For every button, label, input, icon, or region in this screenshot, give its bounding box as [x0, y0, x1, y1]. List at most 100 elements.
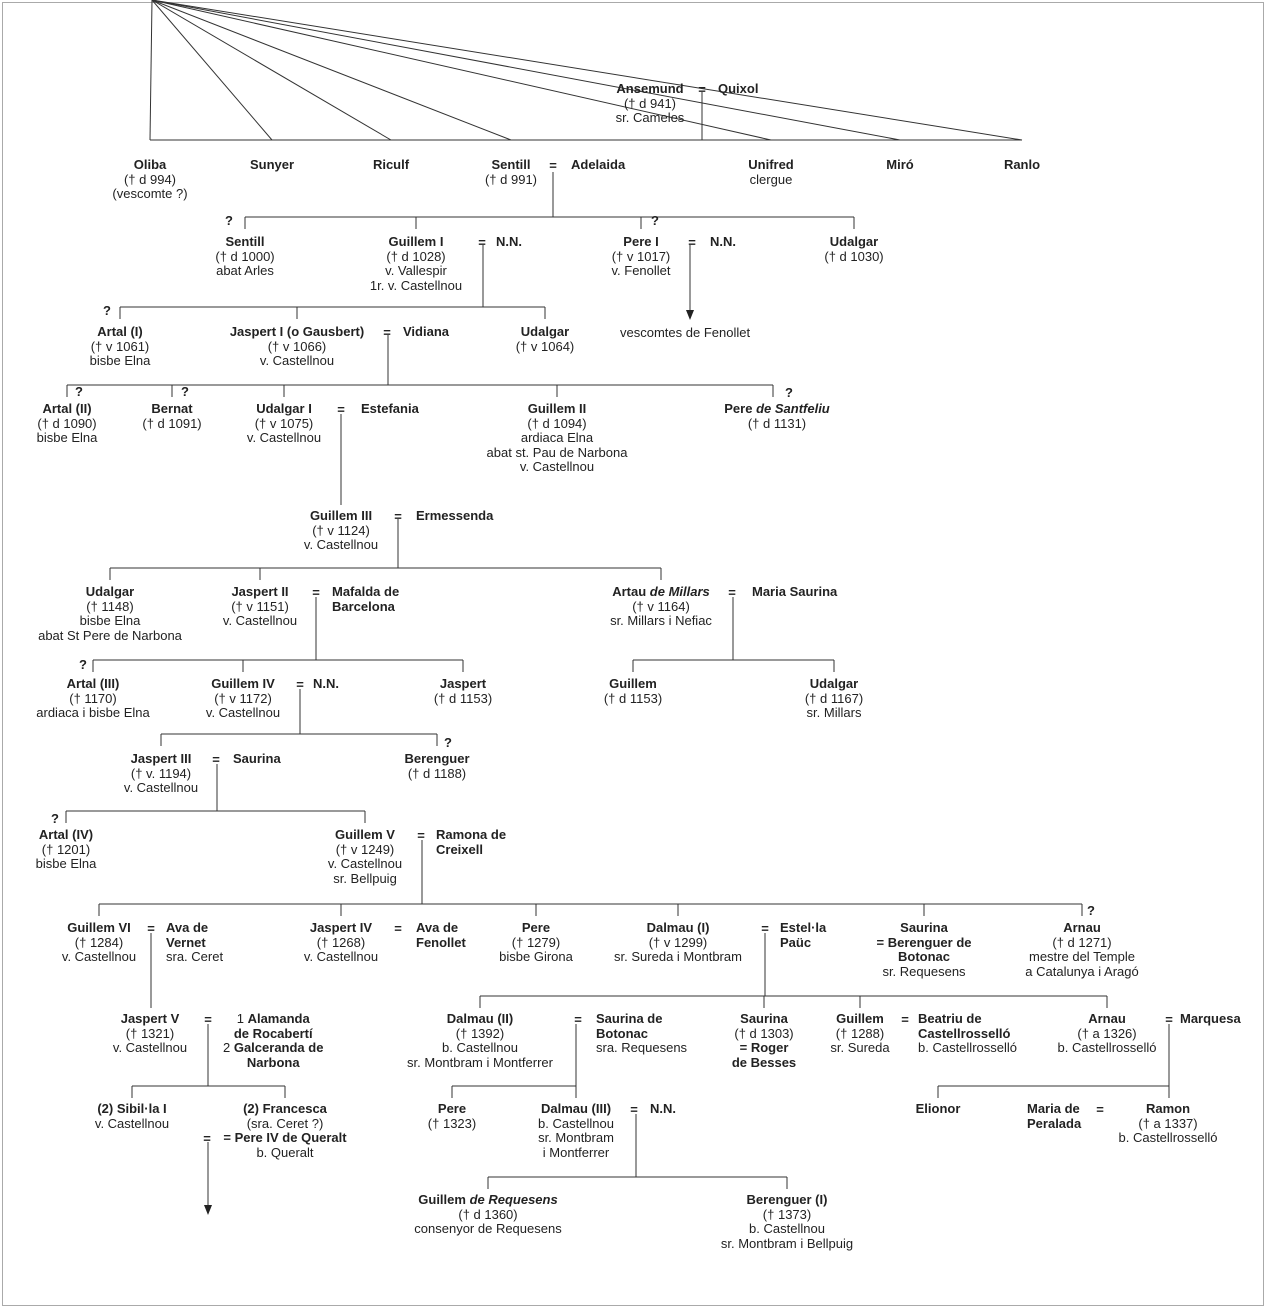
person-detail: († d 1153)	[433, 690, 493, 706]
spouse-name-line: N.N.	[650, 1101, 676, 1116]
uncertain-mark: ?	[225, 213, 233, 228]
spouse-name-line: Creixell	[436, 841, 483, 857]
marriage-sign: =	[728, 585, 736, 600]
person-detail: b. Castellnou	[538, 1115, 614, 1131]
connector-line	[151, 0, 901, 141]
person-guillem6: Guillem VI(† 1284)v. Castellnou	[62, 920, 136, 965]
connector-line	[151, 0, 512, 141]
person-jaspert_a: Jaspert(† d 1153)	[433, 676, 493, 706]
person-detail: b. Castellnou	[749, 1221, 825, 1236]
marriage-sign: =	[478, 235, 486, 250]
person-detail: sr. Sureda	[830, 1040, 890, 1055]
person-detail: († 1268)	[316, 934, 366, 950]
spouse-vidiana: Vidiana	[403, 324, 449, 340]
person-detail: ardiaca Elna	[520, 430, 594, 445]
person-detail: († d 1271)	[1052, 934, 1112, 950]
person-name: Guillem VI	[67, 920, 131, 935]
person-detail: b. Castellrosselló	[1118, 1130, 1218, 1145]
spouse-name-line: Ermessenda	[416, 508, 494, 523]
person-detail: bisbe Elna	[89, 353, 151, 368]
queralt-descent-arrow	[204, 1205, 212, 1215]
person-name: Guillem	[609, 676, 657, 691]
spouse-name-line: Quixol	[718, 81, 759, 96]
person-detail: († d 1094)	[527, 415, 587, 431]
person-detail: v. Vallespir	[385, 263, 447, 278]
person-detail: v. Castellnou	[94, 1115, 170, 1131]
person-udalgar_m: Udalgar(† d 1167)sr. Millars	[805, 676, 863, 721]
spouse-name-line: Ramona de	[436, 827, 507, 842]
person-detail: († d 991)	[484, 171, 538, 187]
person-detail: († v 1299)	[648, 934, 708, 950]
person-detail: (sra. Ceret ?)	[246, 1115, 324, 1131]
uncertain-mark: ?	[444, 735, 452, 750]
person-detail: († v 1061)	[90, 338, 150, 354]
spouse-name-line: Mafalda de	[332, 584, 400, 599]
person-detail: († 1170)	[69, 690, 117, 706]
person-name: Artal (II)	[42, 401, 92, 416]
spouse-line: = Roger	[739, 1040, 789, 1055]
person-name: Oliba	[133, 157, 167, 172]
marriage-sign: =	[312, 585, 320, 600]
person-name: Guillem	[836, 1011, 884, 1026]
marriage-sign: =	[417, 828, 425, 843]
person-ranlo: Ranlo	[1004, 157, 1040, 173]
spouse-name-line: Ava de	[166, 920, 209, 935]
uncertain-mark: ?	[103, 303, 111, 318]
person-detail: b. Castellnou	[442, 1040, 518, 1055]
spouse-line: de Besses	[731, 1054, 797, 1070]
spouse-maria_saurina: Maria Saurina	[752, 584, 838, 600]
person-artal3: Artal (III)(† 1170)ardiaca i bisbe Elna	[36, 676, 150, 721]
person-detail: b. Castellrosselló	[1057, 1040, 1157, 1055]
person-detail: v. Castellnou	[222, 613, 298, 628]
spouse-name-line: Ava de	[416, 920, 459, 935]
spouse-name-line: Adelaida	[571, 157, 626, 172]
person-name: Dalmau (I)	[646, 920, 710, 935]
connector-line	[151, 0, 392, 141]
spouse-name-line: Maria Saurina	[752, 584, 838, 599]
person-detail: ardiaca i bisbe Elna	[36, 705, 150, 720]
person-name: Sentill	[491, 157, 531, 172]
spouse-quixol: Quixol	[718, 81, 759, 97]
person-detail: v. Fenollet	[611, 263, 671, 278]
person-detail: († 1373)	[762, 1206, 812, 1222]
person-name: Guillem IV	[211, 676, 275, 691]
person-name: (2) Francesca	[243, 1101, 327, 1116]
person-name: Ramon	[1145, 1101, 1191, 1116]
person-detail: († v 1249)	[335, 841, 395, 857]
marriage-sign: =	[688, 235, 696, 250]
marriage-sign: =	[204, 1012, 212, 1027]
person-name: Artal (IV)	[38, 827, 94, 842]
person-name: Jaspert IV	[309, 920, 373, 935]
person-detail: sr. Montbram i Bellpuig	[720, 1235, 854, 1251]
spouse-name-line: Estefania	[361, 401, 419, 416]
person-name: (2) Sibil·la I	[97, 1101, 167, 1116]
spouse-ermessenda: Ermessenda	[416, 508, 494, 524]
spouse-adelaida: Adelaida	[571, 157, 626, 173]
person-detail: sr. Millars i Nefiac	[610, 613, 712, 628]
person-name: Jaspert V	[120, 1011, 180, 1026]
person-arnau_b: Arnau(† a 1326)b. Castellrosselló	[1057, 1011, 1157, 1056]
marriage-sign: =	[394, 921, 402, 936]
person-name-line: = Berenguer de	[876, 934, 972, 950]
spouse-name-line: Fenollet	[416, 934, 466, 950]
spouse-name-line: Saurina de	[596, 1011, 663, 1026]
person-detail: († 1148)	[86, 598, 134, 614]
spouse-detail: sra. Ceret	[166, 949, 224, 964]
spouse-saurina_a: Saurina	[233, 751, 281, 767]
person-artal2: Artal (II)(† d 1090)bisbe Elna	[37, 401, 98, 446]
person-name: Sentill	[225, 234, 265, 249]
person-jaspert4: Jaspert IV(† 1268)v. Castellnou	[304, 920, 378, 965]
person-detail: († 1392)	[455, 1025, 505, 1041]
person-detail: († 1201)	[41, 841, 91, 857]
